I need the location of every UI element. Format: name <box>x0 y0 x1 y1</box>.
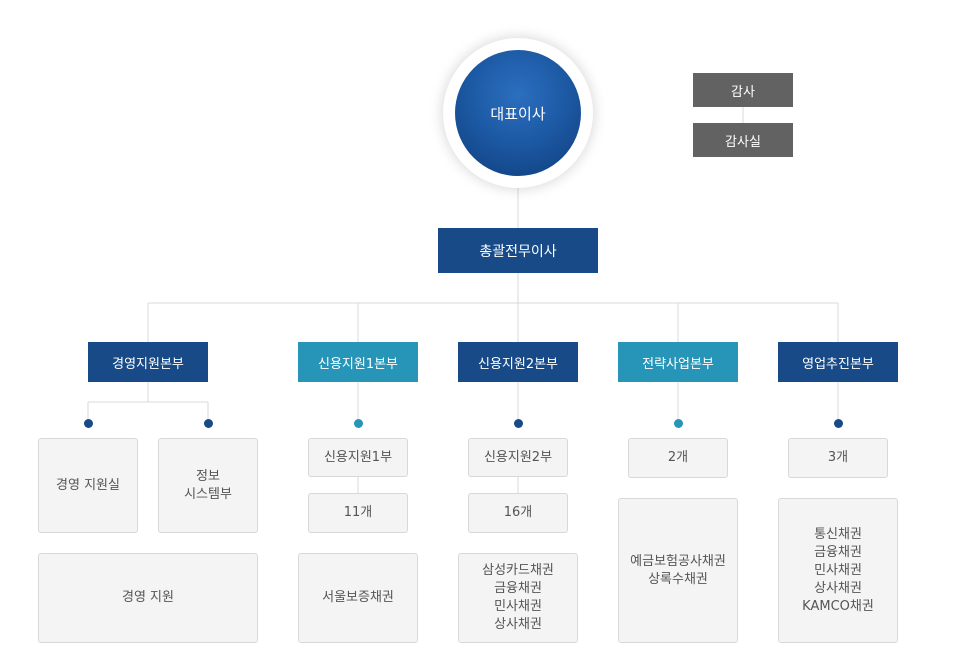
unit-label: 2개 <box>667 450 689 465</box>
division-label: 경영지원본부 <box>112 356 184 372</box>
connector-dot <box>674 419 683 428</box>
auditor-label: 감사 <box>731 84 755 100</box>
unit-label: 삼성카드채권 금융채권 민사채권 상사채권 <box>482 563 554 632</box>
connector-dot <box>354 419 363 428</box>
unit-claims: 예금보험공사채권 상록수채권 <box>618 498 738 643</box>
unit-label: 정보 시스템부 <box>184 468 232 502</box>
division-credit-support-2: 신용지원2본부 <box>458 342 578 382</box>
general-manager-label: 총괄전무이사 <box>479 243 557 260</box>
unit-credit-support-1-dept: 신용지원1부 <box>308 438 408 477</box>
unit-label: 경영 지원실 <box>56 477 120 493</box>
connector-dot <box>204 419 213 428</box>
unit-claims: 삼성카드채권 금융채권 민사채권 상사채권 <box>458 553 578 643</box>
unit-claims: 서울보증채권 <box>298 553 418 643</box>
unit-label: 신용지원2부 <box>483 449 553 465</box>
unit-management-support: 경영 지원 <box>38 553 258 643</box>
unit-claims: 통신채권 금융채권 민사채권 상사채권 KAMCO채권 <box>778 498 898 643</box>
unit-label: 3개 <box>827 450 849 465</box>
general-manager-box: 총괄전무이사 <box>438 228 598 273</box>
unit-label: 서울보증채권 <box>322 590 394 605</box>
unit-label: 11개 <box>343 505 373 520</box>
ceo-label: 대표이사 <box>490 104 546 123</box>
connector-dot <box>514 419 523 428</box>
ceo-node: 대표이사 <box>455 50 581 176</box>
unit-management-office: 경영 지원실 <box>38 438 138 533</box>
unit-label: 신용지원1부 <box>323 449 393 465</box>
division-management-support: 경영지원본부 <box>88 342 208 382</box>
unit-branch-count: 16개 <box>468 493 568 533</box>
connector-dot <box>834 419 843 428</box>
unit-label: 예금보험공사채권 상록수채권 <box>630 553 726 587</box>
division-label: 신용지원2본부 <box>477 356 559 372</box>
unit-credit-support-2-dept: 신용지원2부 <box>468 438 568 477</box>
unit-label: 통신채권 금융채권 민사채권 상사채권 KAMCO채권 <box>802 526 874 614</box>
division-label: 영업추진본부 <box>802 356 874 372</box>
unit-label: 16개 <box>503 505 533 520</box>
auditor-box: 감사 <box>693 73 793 107</box>
connector-dot <box>84 419 93 428</box>
division-sales-promotion: 영업추진본부 <box>778 342 898 382</box>
unit-info-systems: 정보 시스템부 <box>158 438 258 533</box>
unit-label: 경영 지원 <box>122 590 174 605</box>
division-label: 전략사업본부 <box>642 356 714 372</box>
division-credit-support-1: 신용지원1본부 <box>298 342 418 382</box>
unit-branch-count: 11개 <box>308 493 408 533</box>
division-strategic-business: 전략사업본부 <box>618 342 738 382</box>
audit-office-box: 감사실 <box>693 123 793 157</box>
unit-branch-count: 3개 <box>788 438 888 478</box>
audit-office-label: 감사실 <box>725 134 761 150</box>
unit-branch-count: 2개 <box>628 438 728 478</box>
division-label: 신용지원1본부 <box>317 356 399 372</box>
